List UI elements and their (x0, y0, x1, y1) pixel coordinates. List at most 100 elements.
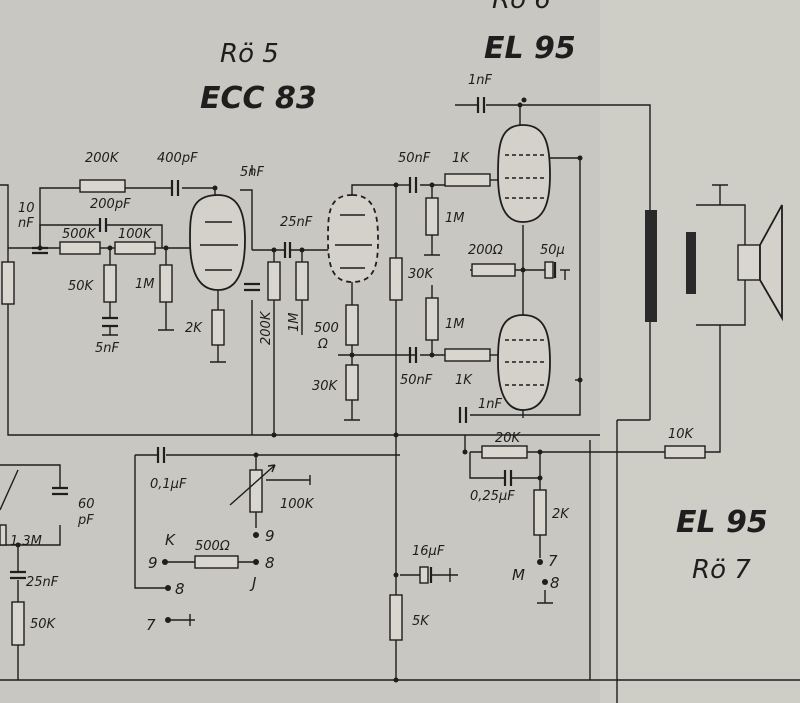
label-c-5nf-bottom: 5nF (95, 341, 120, 356)
label-c-50u: 50μ (540, 243, 565, 258)
tube-envelope (327, 194, 379, 283)
label-c-25nf-left: 25nF (26, 575, 59, 590)
label-c-025uf: 0,25μF (470, 489, 515, 504)
label-r-1k-top: 1K (452, 151, 470, 166)
tube-envelope (497, 314, 551, 411)
label-c-200pf: 200pF (90, 197, 131, 212)
switch-arm-left (0, 469, 19, 511)
label-c-400pf: 400pF (157, 151, 198, 166)
label-r-1m-top: 1M (445, 211, 465, 226)
label-c-10nf: 10 (18, 201, 35, 216)
ground-symbols (102, 184, 728, 626)
tube-el95-upper (497, 124, 551, 223)
tube-envelope (497, 124, 551, 223)
resistor-200k-vertical (267, 261, 281, 301)
resistor-1k-bottom (444, 348, 491, 362)
label-c-5nf-top: 5nF (240, 165, 265, 180)
label-pin9-left: 9 (148, 554, 158, 572)
label-pin9-pot: 9 (265, 527, 275, 545)
resistor-5k (389, 594, 403, 641)
label-c-50nf-bottom: 50nF (400, 373, 433, 388)
label-r-200-ohm: 200Ω (468, 243, 503, 258)
tube6-ref-label: Rö 6 (492, 0, 551, 15)
label-r-500-ohm-unit: Ω (317, 337, 328, 352)
label-r-20k: 20K (495, 431, 522, 446)
switch-labels: K J M 9 8 8 7 9 7 8 (146, 527, 560, 634)
capacitors (10, 97, 557, 584)
label-pin8-left: 8 (175, 580, 185, 598)
resistor-1-3m-stub (0, 524, 7, 546)
resistor-2k (211, 309, 225, 346)
label-r-500k: 500K (62, 227, 97, 242)
wiring (0, 104, 800, 703)
capacitor-01uf (156, 447, 166, 463)
tube-ecc83-first-triode (189, 194, 246, 291)
paper-light-area (600, 0, 800, 703)
component-labels: 200K 400pF 5nF 200pF 10 nF 500K 100K 50K… (10, 73, 695, 632)
resistor-30k-cathode (345, 364, 359, 401)
label-c-60pf: 60 (78, 497, 95, 512)
resistor-200k-top (79, 179, 126, 193)
label-r-200k-top: 200K (85, 151, 120, 166)
label-r-50k-left: 50K (30, 617, 57, 632)
resistor-1k-top (444, 173, 491, 187)
capacitor-025uf (503, 470, 513, 486)
resistor-left-edge (1, 261, 15, 305)
tube7-ref-label: Rö 7 (692, 555, 751, 585)
junctions (15, 97, 583, 683)
transformer-secondary (686, 232, 696, 294)
resistor-500-ohm-switch (194, 555, 239, 569)
resistor-200-ohm (471, 263, 516, 277)
label-c-1nf-bottom: 1nF (478, 397, 503, 412)
label-r-500-ohm-switch: 500Ω (195, 539, 230, 554)
label-switch-m: M (512, 566, 525, 584)
resistor-20k (481, 445, 528, 459)
label-r-2k-right: 2K (552, 507, 570, 522)
tube5-ref-label: Rö 5 (220, 39, 279, 69)
label-c-50nf-top: 50nF (398, 151, 431, 166)
resistor-50k-left (11, 601, 25, 646)
label-c-01uf: 0,1μF (150, 477, 187, 492)
tube-ecc83-second-triode (327, 194, 379, 283)
resistor-500-ohm (345, 304, 359, 346)
label-r-1k-bottom: 1K (455, 373, 473, 388)
label-r-200k-vertical: 200K (259, 310, 274, 345)
tube5-type-label: ECC 83 (200, 81, 317, 116)
tube-envelope (189, 194, 246, 291)
label-r-1m-bottom: 1M (445, 317, 465, 332)
capacitor-200pf (98, 218, 108, 232)
output-transformer (645, 210, 696, 322)
label-r-100k: 100K (118, 227, 153, 242)
capacitor-16uf-body (419, 566, 429, 584)
label-r-500-ohm: 500 (314, 321, 339, 336)
potentiometer-arrow (229, 464, 276, 506)
speaker-cone (759, 204, 783, 322)
resistor-50k (103, 264, 117, 303)
tube7-type-label: EL 95 (676, 505, 768, 540)
capacitor-50u-body (544, 261, 554, 279)
label-switch-k: K (165, 531, 176, 549)
label-r-10k: 10K (668, 427, 695, 442)
label-pot-100k: 100K (280, 497, 315, 512)
capacitor-50nf-top (408, 177, 418, 193)
capacitor-25nf-left (10, 570, 26, 580)
label-c-60pf-unit: pF (77, 513, 94, 528)
capacitor-50nf-bottom (408, 347, 418, 363)
label-c-25nf: 25nF (280, 215, 313, 230)
capacitor-1nf-bottom (458, 407, 468, 423)
resistor-100k (114, 241, 156, 255)
label-r-1-3m: 1,3M (10, 534, 42, 549)
capacitor-1nf-top (476, 97, 486, 113)
transformer-primary (645, 210, 657, 322)
resistor-1m-second (295, 261, 309, 301)
resistor-1m-grid (159, 264, 173, 303)
potentiometer-100k (249, 469, 263, 513)
label-pin7-right: 7 (548, 552, 558, 570)
label-pin8-right: 8 (265, 554, 275, 572)
capacitor-25nf (283, 242, 292, 258)
label-r-5k: 5K (412, 614, 430, 629)
label-pin7-left: 7 (146, 616, 156, 634)
resistor-30k-mid (389, 257, 403, 301)
label-r-30k-cathode: 30K (312, 379, 339, 394)
